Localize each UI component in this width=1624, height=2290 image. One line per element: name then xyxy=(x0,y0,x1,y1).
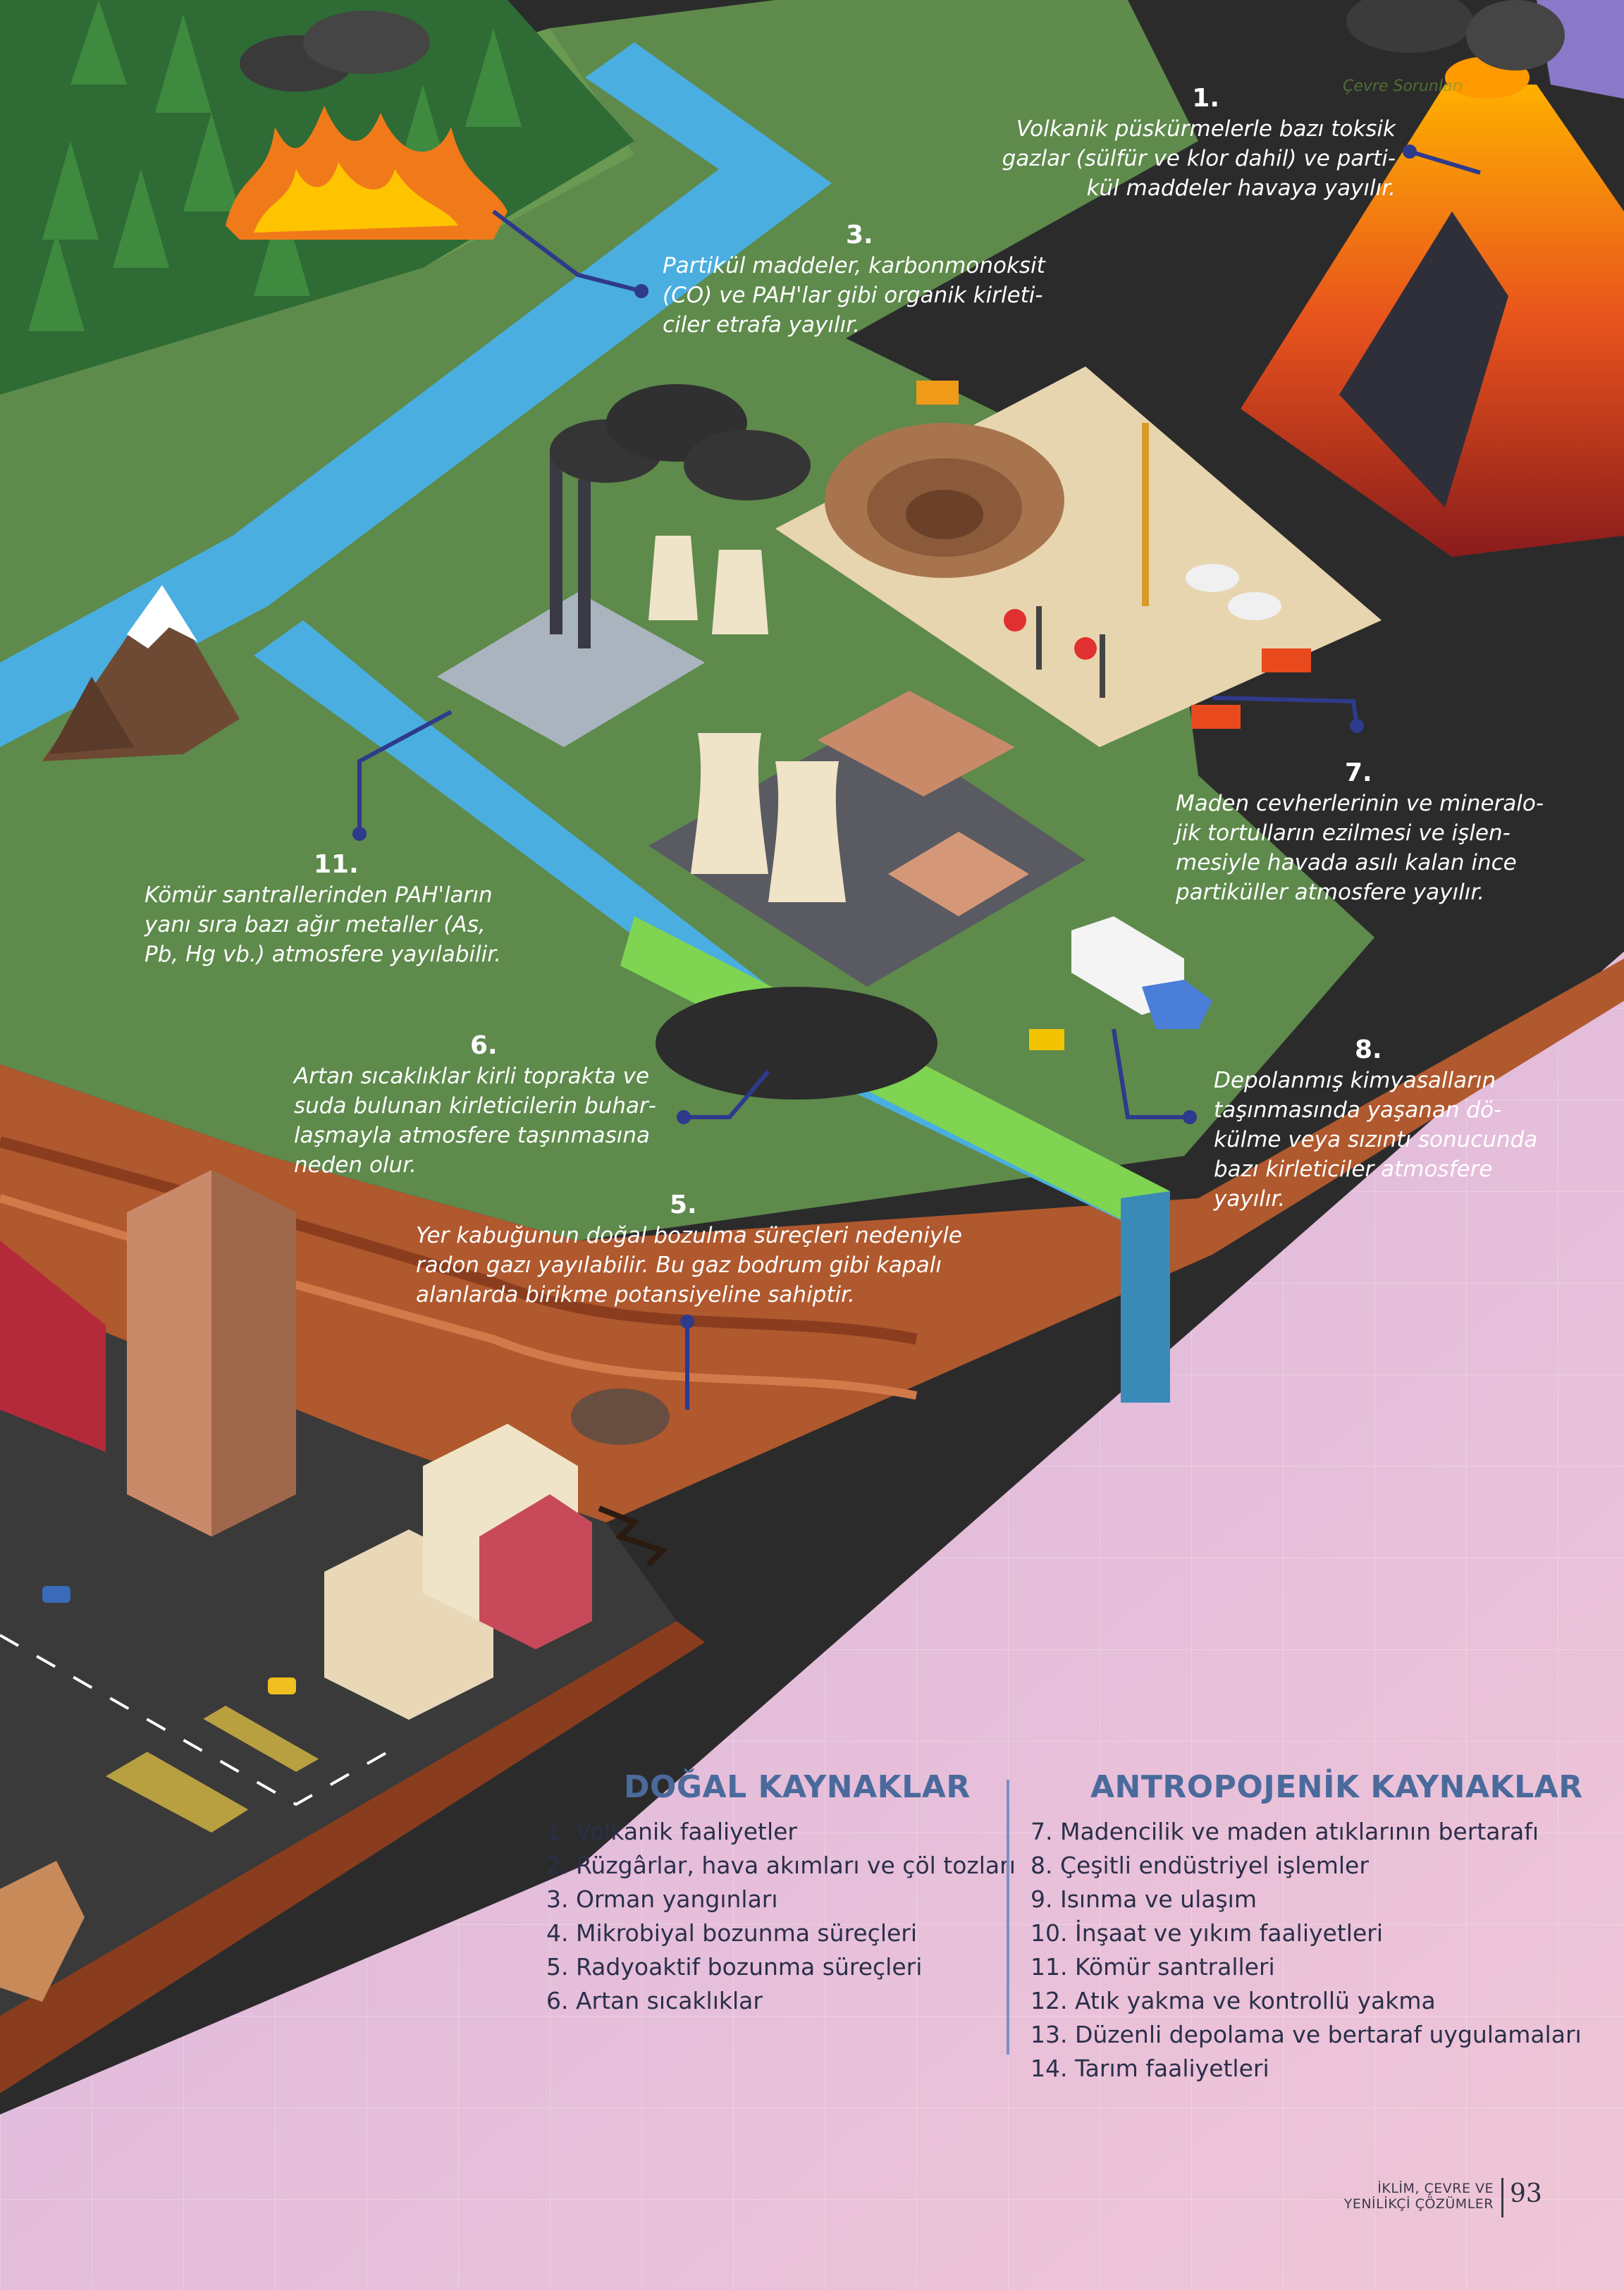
oil-pump-icon xyxy=(1004,423,1281,698)
callout-number: 7. xyxy=(1345,758,1372,787)
callout-text: Artan sıcaklıklar kirli toprakta ve suda… xyxy=(294,1064,656,1178)
list-item: 13. Düzenli depolama ve bertaraf uygulam… xyxy=(1031,2021,1582,2048)
legend-divider xyxy=(1007,1780,1009,2055)
list-item: 11. Kömür santralleri xyxy=(1031,1953,1275,1981)
list-item: 3. Orman yangınları xyxy=(546,1885,778,1913)
legend-anthropogenic: ANTROPOJENİK KAYNAKLAR 7. Madencilik ve … xyxy=(1031,1769,1583,2086)
callout-6: 6. Artan sıcaklıklar kirli toprakta ve s… xyxy=(294,1030,675,1180)
legend-natural: DOĞAL KAYNAKLAR 1. Volkanik faaliyetler … xyxy=(546,1769,1016,2018)
footer-book-title: İKLİM, ÇEVRE VE YENİLİKÇİ ÇÖZÜMLER xyxy=(1344,2181,1494,2212)
waterfall xyxy=(1121,1191,1170,1403)
legend-heading-natural: DOĞAL KAYNAKLAR xyxy=(624,1769,971,1805)
city-block xyxy=(0,1424,592,2002)
list-item: 12. Atık yakma ve kontrollü yakma xyxy=(1031,1987,1436,2014)
skyscraper-icon xyxy=(0,1170,296,1537)
list-item: 2. Rüzgârlar, hava akımları ve çöl tozla… xyxy=(546,1852,1016,1879)
coal-plant-icon xyxy=(437,384,811,747)
list-item: 8. Çeşitli endüstriyel işlemler xyxy=(1031,1852,1369,1879)
callout-1: 1. Volkanik püskürmelerle bazı toksik ga… xyxy=(994,83,1396,203)
callout-number: 8. xyxy=(1355,1035,1382,1064)
callout-text: Depolanmış kimyasalların taşınmasında ya… xyxy=(1214,1068,1538,1212)
list-item: 1. Volkanik faaliyetler xyxy=(546,1818,797,1845)
list-item: 10. İnşaat ve yıkım faaliyetleri xyxy=(1031,1919,1383,1947)
river xyxy=(0,42,832,747)
callout-3: 3. Partikül maddeler, karbonmonoksit (CO… xyxy=(663,220,1071,340)
radon-crack-icon xyxy=(571,1389,670,1567)
polluted-puddle xyxy=(656,987,937,1100)
mountain-icon xyxy=(42,585,240,761)
callout-11: 11. Kömür santrallerinden PAH'ların yanı… xyxy=(144,849,525,969)
open-pit-mine-icon xyxy=(775,367,1382,747)
leader-lines xyxy=(357,149,1481,1410)
list-item: 6. Artan sıcaklıklar xyxy=(546,1987,763,2014)
list-item: 14. Tarım faaliyetleri xyxy=(1031,2055,1269,2082)
legend-heading-anthropogenic: ANTROPOJENİK KAYNAKLAR xyxy=(1090,1769,1583,1805)
footer-divider xyxy=(1501,2178,1503,2217)
leader-dots xyxy=(352,144,1417,1329)
callout-text: Partikül maddeler, karbonmonoksit (CO) v… xyxy=(663,253,1045,338)
tanker-truck-icon xyxy=(916,381,1311,729)
volcano-icon xyxy=(1241,0,1624,557)
list-item: 5. Radyoaktif bozunma süreçleri xyxy=(546,1953,923,1981)
callout-number: 5. xyxy=(670,1190,697,1219)
footer-line-1: İKLİM, ÇEVRE VE xyxy=(1377,2181,1494,2196)
watermark: Çevre Sorunları xyxy=(1343,78,1463,95)
list-item: 4. Mikrobiyal bozunma süreçleri xyxy=(546,1919,918,1947)
callout-number: 11. xyxy=(314,850,359,879)
hazmat-truck-icon xyxy=(1029,916,1212,1050)
forest-fire-icon xyxy=(226,11,508,240)
callout-text: Maden cevherlerinin ve mineralo­jik tort… xyxy=(1176,791,1544,905)
legend-list-anthropogenic: 7. Madencilik ve maden atıklarının berta… xyxy=(1031,1815,1583,2086)
callout-number: 3. xyxy=(846,221,873,250)
legend-list-natural: 1. Volkanik faaliyetler 2. Rüzgârlar, ha… xyxy=(546,1815,1016,2018)
callout-8: 8. Depolanmış kimyasalların taşınmasında… xyxy=(1214,1035,1559,1214)
list-item: 7. Madencilik ve maden atıklarının berta… xyxy=(1031,1818,1539,1845)
callout-text: Volkanik püskürmelerle bazı toksik gazla… xyxy=(1002,116,1396,201)
callout-text: Yer kabuğunun doğal bozulma süreçleri ne… xyxy=(416,1223,962,1307)
list-item: 9. Isınma ve ulaşım xyxy=(1031,1885,1257,1913)
callout-text: Kömür santrallerinden PAH'ların yanı sır… xyxy=(144,882,502,967)
earth-crust-edge xyxy=(0,959,1624,1522)
callout-5: 5. Yer kabuğunun doğal bozulma süreçleri… xyxy=(416,1190,973,1310)
cooling-tower-icon xyxy=(648,691,1085,987)
callout-number: 6. xyxy=(470,1031,498,1060)
footer-line-2: YENİLİKÇİ ÇÖZÜMLER xyxy=(1343,2196,1494,2212)
callout-7: 7. Maden cevherlerinin ve mineralo­jik t… xyxy=(1176,758,1554,907)
page-number: 93 xyxy=(1510,2179,1542,2208)
callout-number: 1. xyxy=(1192,84,1219,113)
